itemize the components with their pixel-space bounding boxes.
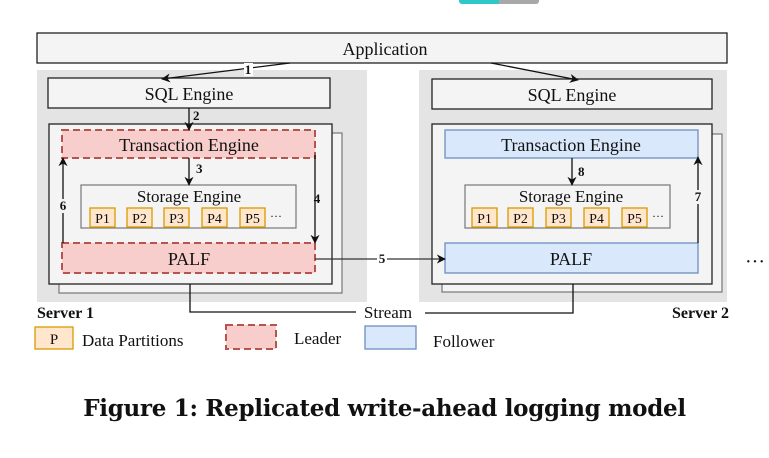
server-2-palf-box <box>444 242 699 274</box>
legend-leader-label: Leader <box>294 329 342 348</box>
step-3-label: 3 <box>196 161 203 176</box>
server-1: SQL Engine Transaction Engine Storage En… <box>37 70 367 322</box>
partition-chip <box>126 207 153 228</box>
application-box: Application <box>36 32 728 64</box>
step-7-label: 7 <box>695 189 702 204</box>
partition-label: P2 <box>513 212 528 227</box>
server-2: SQL Engine Transaction Engine Storage En… <box>419 70 729 322</box>
server-2-sql-engine-box <box>431 78 713 110</box>
server-1-transaction-engine-label: Transaction Engine <box>119 135 259 155</box>
partition-label: P1 <box>477 212 492 227</box>
figure-caption: Figure 1: Replicated write-ahead logging… <box>83 395 686 422</box>
arrow-app-to-server-2 <box>490 62 579 83</box>
partition-chip <box>201 207 228 228</box>
partition-chip <box>89 207 116 228</box>
server-1-sql-engine-box <box>47 77 331 109</box>
partition-label: P2 <box>132 212 147 227</box>
partition-chip <box>239 207 266 228</box>
server-2-palf-label: PALF <box>550 249 592 269</box>
server-1-partitions: P1 P2 P3 P4 P5 ··· <box>89 207 282 228</box>
stream-line-left <box>189 284 356 313</box>
server-2-storage-engine-label: Storage Engine <box>519 187 623 206</box>
partitions-more-ellipsis: ··· <box>652 209 664 223</box>
step-5-label: 5 <box>379 251 386 266</box>
legend: P Data Partitions Leader Follower <box>34 324 495 351</box>
partition-chip <box>621 207 648 228</box>
server-2-name: Server 2 <box>672 305 729 322</box>
legend-partition-label: Data Partitions <box>82 331 184 350</box>
step-6-label: 6 <box>60 198 67 213</box>
partition-label: P3 <box>551 212 566 227</box>
legend-leader-swatch <box>225 324 277 350</box>
legend-follower-swatch <box>364 325 417 350</box>
partition-chip <box>545 207 572 228</box>
server-2-transaction-engine-label: Transaction Engine <box>501 135 641 155</box>
legend-partition-swatch <box>34 326 74 350</box>
server-1-storage-engine-label: Storage Engine <box>137 187 241 206</box>
stream-line-right <box>425 284 574 314</box>
server-1-name: Server 1 <box>37 305 94 322</box>
step-4-label: 4 <box>314 191 321 206</box>
progress-strip-rest <box>499 0 539 4</box>
partition-chip <box>583 207 610 228</box>
partition-chip <box>471 207 498 228</box>
server-2-sql-engine-label: SQL Engine <box>528 85 617 105</box>
step-2-label: 2 <box>193 108 200 123</box>
partition-label: P4 <box>207 212 222 227</box>
progress-strip-filled <box>459 0 499 4</box>
server-2-transaction-engine-box <box>444 129 699 159</box>
legend-follower-label: Follower <box>433 332 495 351</box>
legend-partition-symbol: P <box>50 332 58 348</box>
partition-label: P3 <box>169 212 184 227</box>
partition-chip <box>163 207 190 228</box>
step-1-label: 1 <box>245 62 252 77</box>
server-2-partitions: P1 P2 P3 P4 P5 ··· <box>471 207 664 228</box>
partition-label: P4 <box>589 212 604 227</box>
stream-label: Stream <box>364 303 412 322</box>
step-8-label: 8 <box>578 164 585 179</box>
more-servers-ellipsis: ··· <box>745 251 765 273</box>
server-1-sql-engine-label: SQL Engine <box>145 84 234 104</box>
server-1-palf-label: PALF <box>168 249 210 269</box>
partition-chip <box>507 207 534 228</box>
server-1-palf-box <box>61 242 316 274</box>
partitions-more-ellipsis: ··· <box>270 209 282 223</box>
partition-label: P5 <box>245 212 260 227</box>
application-label: Application <box>343 39 428 59</box>
partition-label: P5 <box>627 212 642 227</box>
partition-label: P1 <box>95 212 110 227</box>
top-progress-strip <box>459 0 539 4</box>
arrow-1-app-to-server-1 <box>161 62 291 83</box>
